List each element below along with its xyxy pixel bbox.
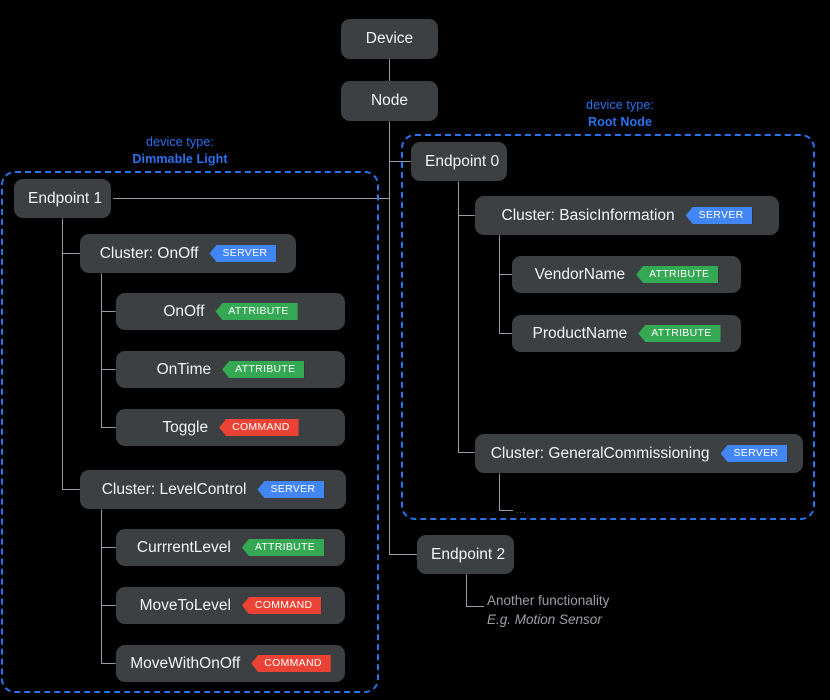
cluster-generalcommissioning-label: Cluster: GeneralCommissioning xyxy=(490,444,710,462)
connector-levelcontrol-child-3 xyxy=(101,663,117,664)
attribute-ontime[interactable]: OnTime ATTRIBUTE xyxy=(116,351,345,388)
badge-server-levelcontrol: SERVER xyxy=(257,481,325,498)
attribute-currrentlevel[interactable]: CurrrentLevel ATTRIBUTE xyxy=(116,529,345,566)
connector-device-node xyxy=(389,58,390,82)
endpoint-1-label: Endpoint 1 xyxy=(28,189,103,207)
endpoint-2-label: Endpoint 2 xyxy=(431,545,506,563)
device-type-prefix-root-node: device type: xyxy=(586,98,654,112)
badge-attribute-onoff: ATTRIBUTE xyxy=(215,303,298,320)
connector-trunk-endpoint2 xyxy=(389,554,417,555)
badge-command-toggle: COMMAND xyxy=(219,419,299,436)
connector-generalcomm-child-1 xyxy=(499,510,513,511)
node-box[interactable]: Node xyxy=(341,81,438,121)
connector-basicinfo-bus xyxy=(499,234,500,334)
endpoint-2-note-line-1: Another functionality xyxy=(487,593,610,608)
attribute-ontime-label: OnTime xyxy=(156,360,212,378)
badge-attribute-ontime: ATTRIBUTE xyxy=(222,361,305,378)
command-movewithonoff-label: MoveWithOnOff xyxy=(130,654,241,672)
device-box-label: Device xyxy=(365,30,414,47)
generalcommissioning-more-indicator: ... xyxy=(516,505,527,515)
connector-endpoint0-generalcomm xyxy=(458,452,476,453)
endpoint-0-box[interactable]: Endpoint 0 xyxy=(411,142,507,181)
endpoint-2-note-line-2: E.g. Motion Sensor xyxy=(487,612,602,627)
attribute-onoff-label: OnOff xyxy=(163,302,205,320)
connector-endpoint0-bus xyxy=(458,180,459,453)
cluster-basicinformation[interactable]: Cluster: BasicInformation SERVER xyxy=(475,196,779,235)
command-movetolevel-label: MoveToLevel xyxy=(139,596,231,614)
badge-attribute-productname: ATTRIBUTE xyxy=(638,325,721,342)
connector-basicinfo-child-1 xyxy=(499,274,513,275)
connector-endpoint2-note xyxy=(466,606,484,607)
command-movewithonoff[interactable]: MoveWithOnOff COMMAND xyxy=(116,645,345,682)
cluster-levelcontrol[interactable]: Cluster: LevelControl SERVER xyxy=(80,470,346,509)
badge-attribute-currrentlevel: ATTRIBUTE xyxy=(241,539,325,556)
connector-trunk-endpoint1 xyxy=(113,198,390,199)
connector-endpoint1-onoff xyxy=(62,253,80,254)
endpoint-2-note: Another functionality E.g. Motion Sensor xyxy=(487,591,609,629)
connector-onoff-child-1 xyxy=(101,311,117,312)
cluster-onoff-label: Cluster: OnOff xyxy=(99,244,199,262)
device-type-name-root-node: Root Node xyxy=(587,115,653,129)
device-type-label-root-node: device type: Root Node xyxy=(540,97,700,131)
attribute-onoff[interactable]: OnOff ATTRIBUTE xyxy=(116,293,345,330)
device-type-label-dimmable-light: device type: Dimmable Light xyxy=(100,134,260,168)
endpoint-0-label: Endpoint 0 xyxy=(425,152,500,170)
connector-endpoint0-basicinfo xyxy=(458,215,476,216)
attribute-vendorname[interactable]: VendorName ATTRIBUTE xyxy=(512,256,741,293)
connector-endpoint2-bus xyxy=(466,573,467,607)
attribute-productname-label: ProductName xyxy=(532,324,628,342)
endpoint-2-box[interactable]: Endpoint 2 xyxy=(417,535,514,574)
attribute-vendorname-label: VendorName xyxy=(534,265,626,283)
device-type-name-dimmable-light: Dimmable Light xyxy=(132,152,228,166)
connector-onoff-child-3 xyxy=(101,427,117,428)
badge-command-movetolevel: COMMAND xyxy=(241,597,322,614)
badge-server-onoff: SERVER xyxy=(209,245,277,262)
device-box[interactable]: Device xyxy=(341,19,438,59)
connector-levelcontrol-bus xyxy=(101,508,102,664)
badge-command-movewithonoff: COMMAND xyxy=(251,655,331,672)
badge-server-generalcommissioning: SERVER xyxy=(720,445,788,462)
cluster-basicinformation-label: Cluster: BasicInformation xyxy=(501,206,675,224)
attribute-currrentlevel-label: CurrrentLevel xyxy=(136,538,231,556)
connector-generalcomm-bus xyxy=(499,471,500,510)
node-box-label: Node xyxy=(370,92,409,109)
command-toggle-label: Toggle xyxy=(162,418,209,436)
connector-endpoint1-bus xyxy=(62,217,63,490)
badge-server-basicinformation: SERVER xyxy=(685,207,753,224)
command-movetolevel[interactable]: MoveToLevel COMMAND xyxy=(116,587,345,624)
badge-attribute-vendorname: ATTRIBUTE xyxy=(636,266,719,283)
connector-basicinfo-child-2 xyxy=(499,333,513,334)
cluster-onoff[interactable]: Cluster: OnOff SERVER xyxy=(80,234,296,273)
connector-levelcontrol-child-2 xyxy=(101,605,117,606)
cluster-levelcontrol-label: Cluster: LevelControl xyxy=(101,480,247,498)
connector-onoff-bus xyxy=(101,272,102,428)
connector-endpoint1-levelcontrol xyxy=(62,489,80,490)
command-toggle[interactable]: Toggle COMMAND xyxy=(116,409,345,446)
device-type-prefix-dimmable-light: device type: xyxy=(146,135,214,149)
connector-levelcontrol-child-1 xyxy=(101,547,117,548)
connector-node-trunk xyxy=(389,120,390,555)
connector-trunk-endpoint0 xyxy=(389,161,412,162)
attribute-productname[interactable]: ProductName ATTRIBUTE xyxy=(512,315,741,352)
endpoint-1-box[interactable]: Endpoint 1 xyxy=(14,179,111,218)
connector-onoff-child-2 xyxy=(101,369,117,370)
cluster-generalcommissioning[interactable]: Cluster: GeneralCommissioning SERVER xyxy=(475,434,803,473)
